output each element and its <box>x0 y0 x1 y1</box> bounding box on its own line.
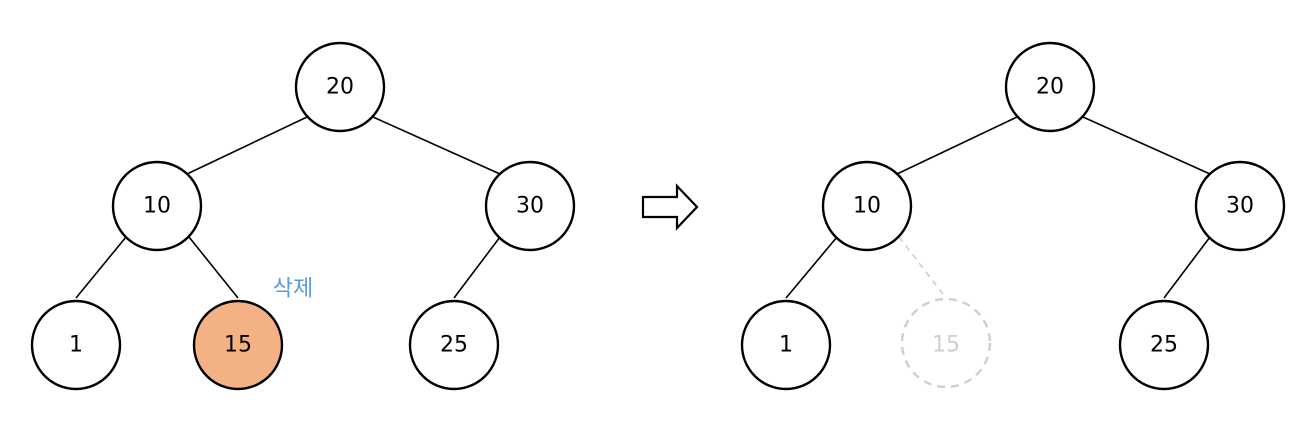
node-10: 10 <box>111 160 203 252</box>
node-label: 25 <box>1150 333 1178 358</box>
node-circle <box>30 299 122 391</box>
edge-10-15 <box>188 236 239 299</box>
node-label: 15 <box>932 333 960 358</box>
node-15-deleted: 15 <box>192 299 284 391</box>
edge-10-1 <box>785 236 838 299</box>
node-1: 1 <box>30 299 122 391</box>
edge-20-10 <box>896 116 1018 175</box>
delete-label: 삭제 <box>273 277 313 302</box>
edge-20-30 <box>1082 116 1211 175</box>
edge-20-30 <box>372 116 501 175</box>
node-circle <box>192 299 284 391</box>
node-label: 30 <box>516 194 544 219</box>
node-label: 20 <box>1036 75 1064 100</box>
node-circle <box>900 297 992 389</box>
node-circle <box>1118 299 1210 391</box>
node-circle <box>740 299 832 391</box>
node-circle <box>1004 41 1096 133</box>
node-label: 25 <box>440 333 468 358</box>
node-label: 1 <box>69 333 83 358</box>
node-25: 25 <box>1118 299 1210 391</box>
node-30: 30 <box>1194 160 1286 252</box>
node-label: 10 <box>143 194 171 219</box>
edge-20-10 <box>186 116 308 175</box>
node-circle <box>294 41 386 133</box>
node-15-removed: 15 <box>900 297 992 389</box>
node-30: 30 <box>484 160 576 252</box>
node-1: 1 <box>740 299 832 391</box>
node-25: 25 <box>408 299 500 391</box>
node-20: 20 <box>294 41 386 133</box>
node-circle <box>1194 160 1286 252</box>
node-10: 10 <box>821 160 913 252</box>
node-label: 30 <box>1226 194 1254 219</box>
edge-10-15-removed <box>898 236 947 299</box>
node-label: 15 <box>224 333 252 358</box>
before-tree: 20 10 30 1 15 25 삭제 <box>30 41 576 391</box>
edge-30-25 <box>1163 236 1211 299</box>
after-tree: 20 10 30 1 15 25 <box>740 41 1286 391</box>
edge-10-1 <box>75 236 127 299</box>
edge-30-25 <box>453 236 501 299</box>
node-circle <box>821 160 913 252</box>
node-circle <box>484 160 576 252</box>
node-label: 1 <box>779 333 793 358</box>
node-circle <box>111 160 203 252</box>
node-label: 10 <box>853 194 881 219</box>
node-circle <box>408 299 500 391</box>
node-label: 20 <box>326 75 354 100</box>
node-20: 20 <box>1004 41 1096 133</box>
right-arrow-icon <box>641 183 699 231</box>
